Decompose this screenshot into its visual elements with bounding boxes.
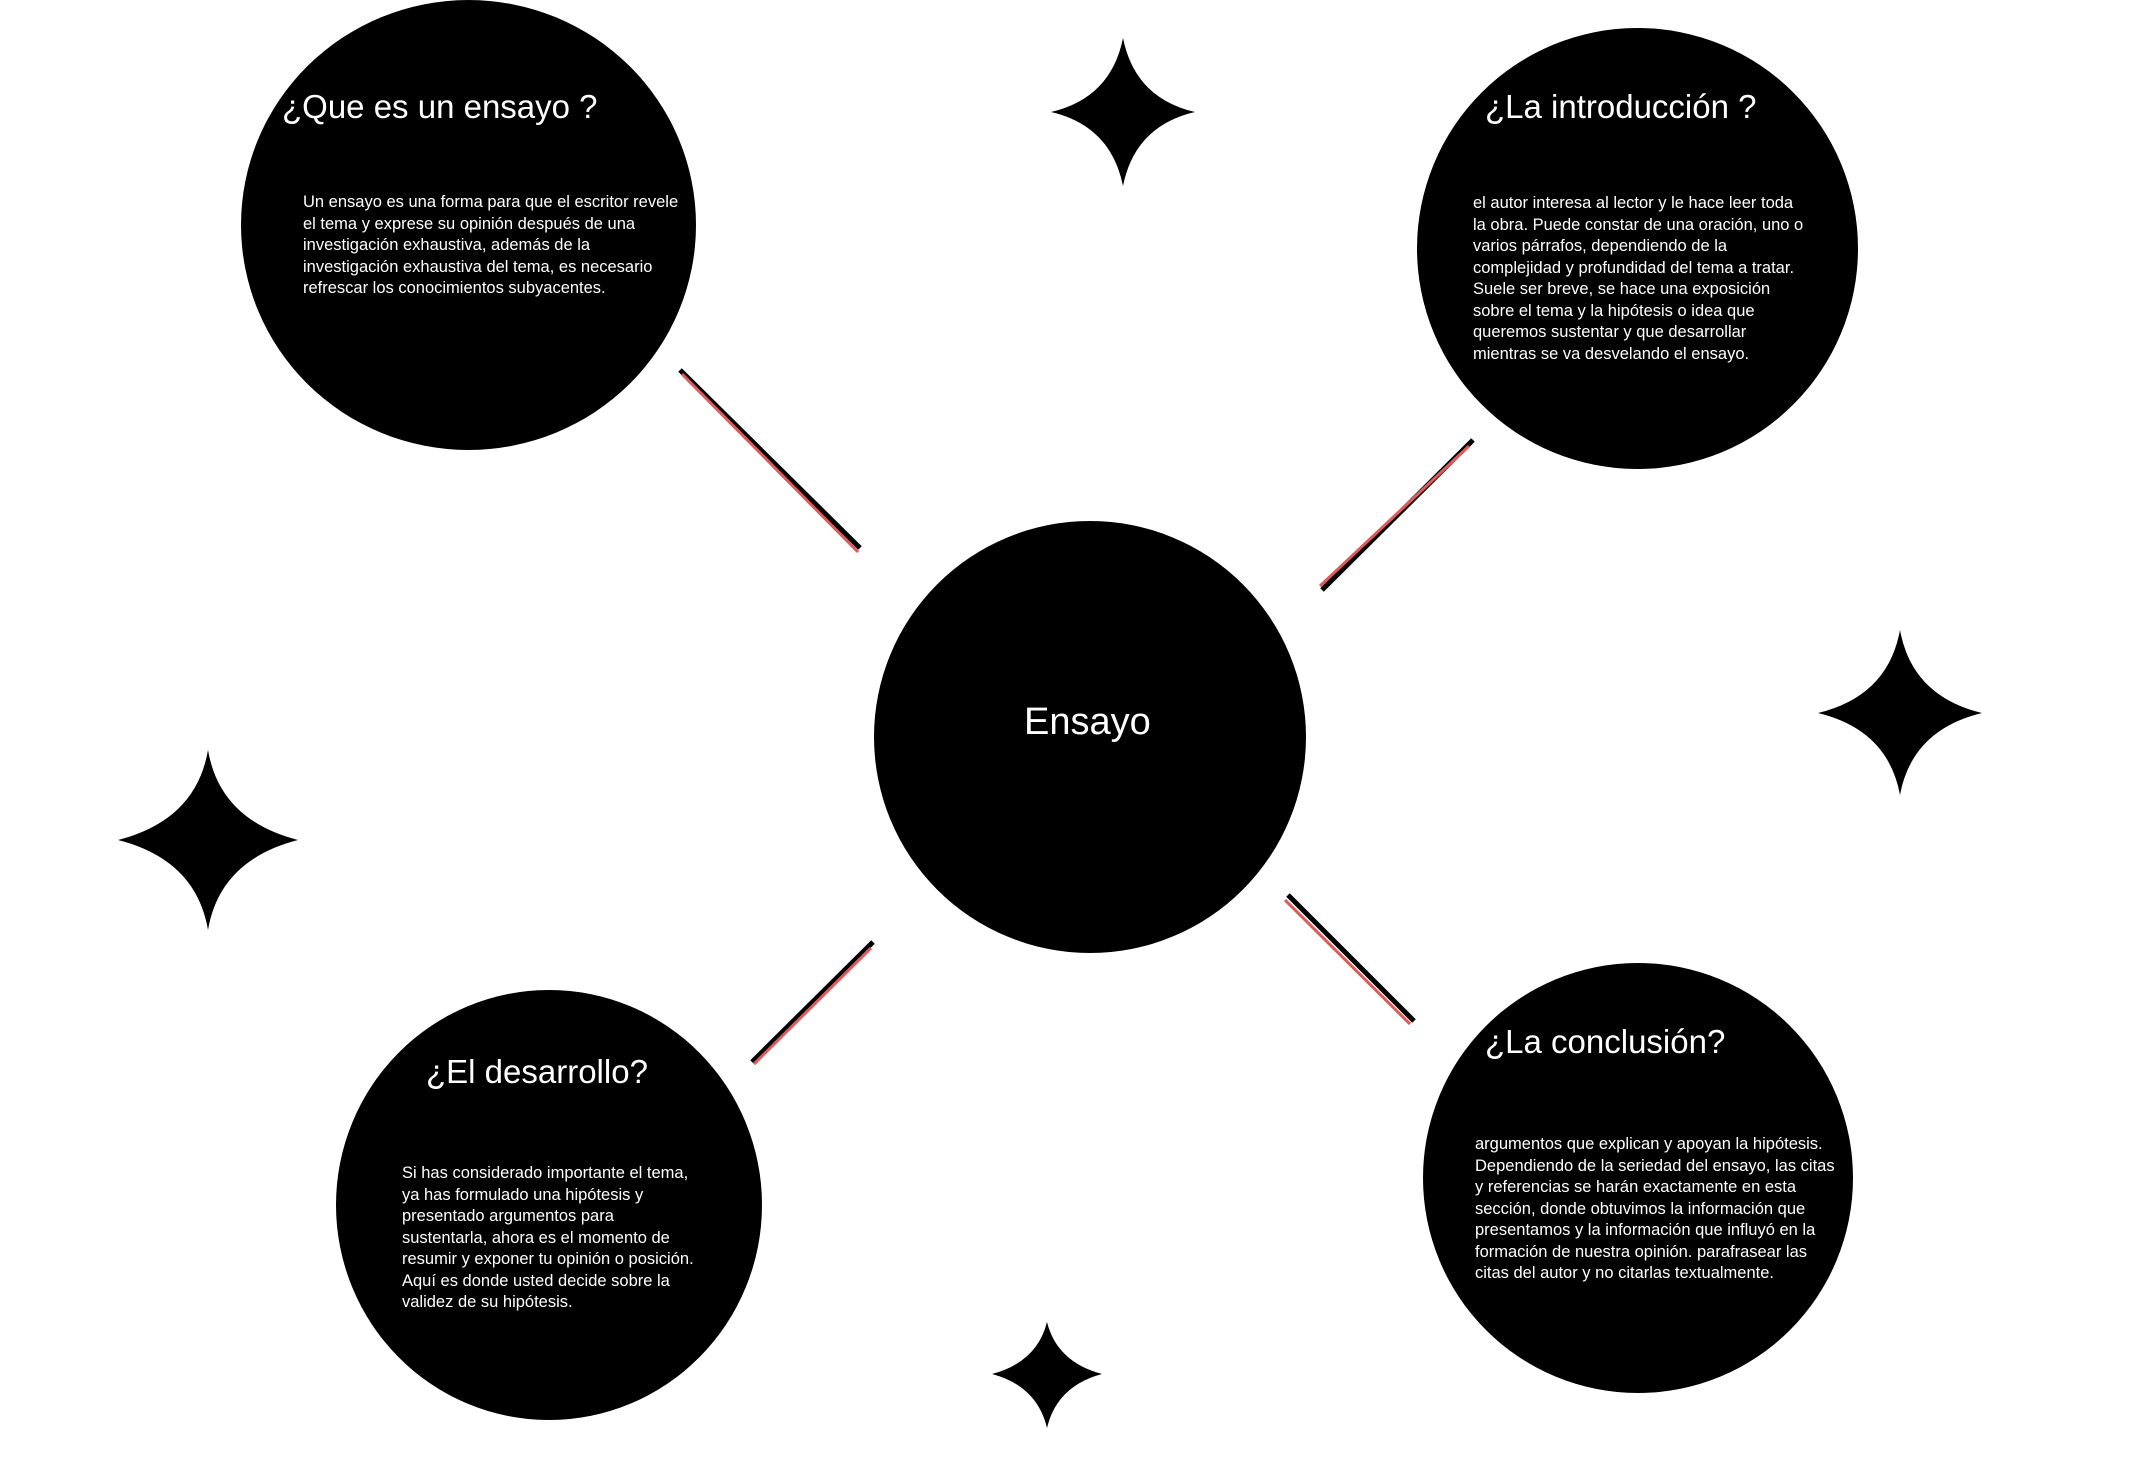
node-title: ¿El desarrollo? xyxy=(426,1053,648,1090)
node-text: el autor interesa al lector y le hace le… xyxy=(1473,194,1804,363)
connector-top-right xyxy=(1318,438,1475,592)
star-icon xyxy=(1051,38,1195,186)
node-que-es-un-ensayo: ¿Que es un ensayo ? Un ensayo es una for… xyxy=(241,0,696,450)
connector-top-left xyxy=(678,368,862,554)
node-title: ¿La introducción ? xyxy=(1485,88,1757,125)
connectors xyxy=(678,368,1475,1066)
node-text: argumentos que explican y apoyan la hipó… xyxy=(1475,1135,1835,1282)
node-introduccion: ¿La introducción ? el autor interesa al … xyxy=(1417,28,1858,469)
star-icon xyxy=(118,750,298,930)
center-node: Ensayo xyxy=(874,521,1306,953)
node-conclusion: ¿La conclusión? argumentos que explican … xyxy=(1423,963,1853,1393)
node-title: ¿La conclusión? xyxy=(1485,1023,1726,1060)
connector-bottom-right xyxy=(1283,893,1416,1026)
star-icon xyxy=(992,1322,1102,1428)
center-node-label: Ensayo xyxy=(1024,701,1151,743)
node-desarrollo: ¿El desarrollo? Si has considerado impor… xyxy=(336,990,762,1420)
stars xyxy=(118,38,1982,1428)
star-icon xyxy=(1818,630,1982,795)
node-title: ¿Que es un ensayo ? xyxy=(282,88,598,125)
node-text: Si has considerado importante el tema, y… xyxy=(402,1164,694,1311)
connector-bottom-left xyxy=(750,940,875,1066)
node-text: Un ensayo es una forma para que el escri… xyxy=(303,193,679,297)
